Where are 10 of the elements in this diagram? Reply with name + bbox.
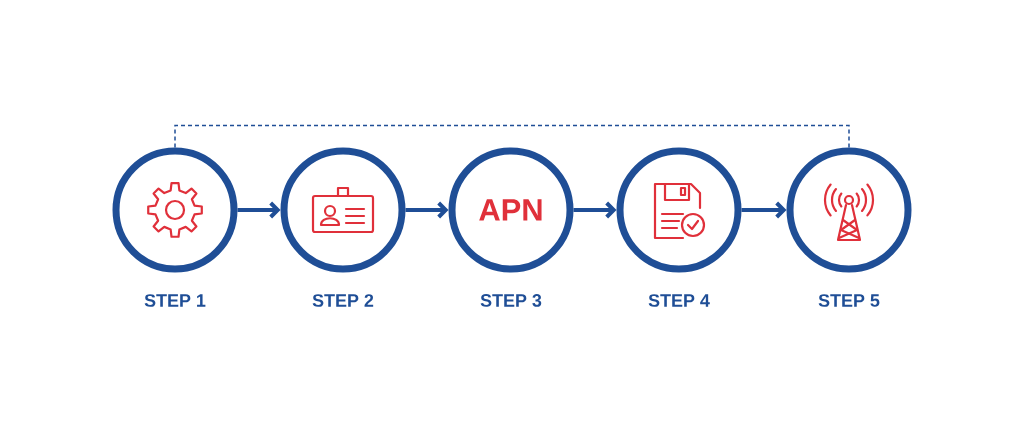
step-label: STEP 4: [648, 294, 710, 307]
dotted-connector: [174, 124, 850, 149]
step-label: STEP 1: [144, 294, 206, 307]
arrow: [573, 201, 617, 219]
arrow: [741, 201, 787, 219]
step-label: STEP 2: [312, 294, 374, 307]
arrow: [237, 201, 281, 219]
step-label: STEP 3: [480, 294, 542, 307]
step-label: STEP 5: [818, 294, 880, 307]
arrow: [405, 201, 449, 219]
